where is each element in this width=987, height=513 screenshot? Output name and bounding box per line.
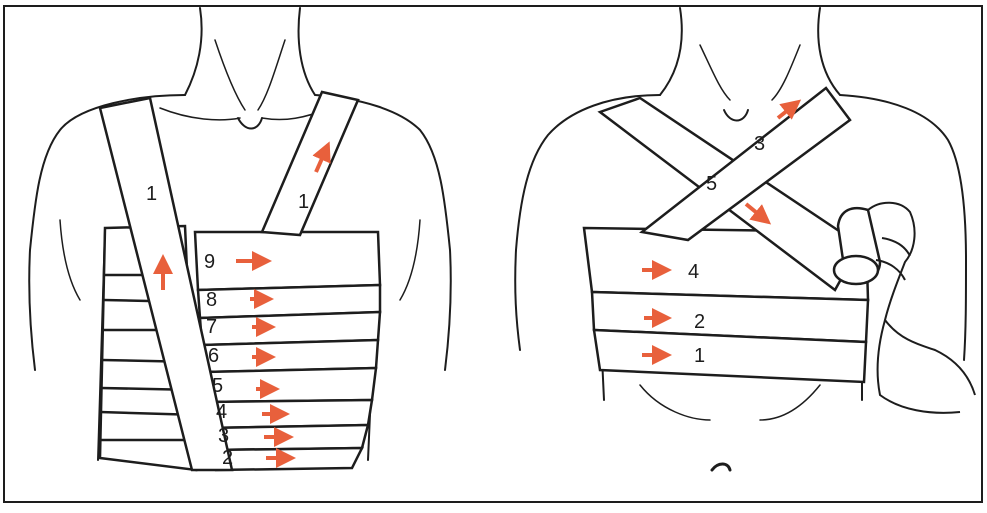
band-4 — [206, 400, 372, 428]
label-band-7: 7 — [206, 316, 217, 338]
band-6 — [202, 340, 378, 372]
right-jugular — [724, 110, 748, 121]
roll-end — [834, 256, 878, 284]
label-band-4: 4 — [216, 401, 227, 423]
band-5 — [204, 368, 376, 402]
label-band-5: 5 — [212, 375, 223, 397]
r-label-1: 1 — [694, 345, 705, 367]
r-label-4: 4 — [688, 261, 699, 283]
right-chin-lines — [700, 45, 800, 100]
right-abdomen — [640, 385, 820, 420]
label-strap-right: 1 — [298, 191, 309, 213]
left-neck — [185, 8, 315, 95]
right-navel — [712, 464, 730, 470]
left-arm-l — [60, 220, 80, 300]
left-arm-r — [400, 220, 420, 300]
sleeve — [878, 320, 960, 413]
label-band-8: 8 — [206, 289, 217, 311]
band-9 — [195, 232, 380, 290]
label-band-9: 9 — [204, 251, 215, 273]
r-label-3: 3 — [754, 133, 765, 155]
left-jugular — [238, 118, 262, 129]
strap-right — [262, 92, 358, 235]
label-strap-left: 1 — [146, 183, 157, 205]
left-chin-lines — [215, 40, 285, 110]
label-band-6: 6 — [208, 345, 219, 367]
hand — [868, 203, 975, 395]
label-band-2: 2 — [222, 447, 233, 469]
r-label-2: 2 — [694, 311, 705, 333]
label-band-3: 3 — [218, 425, 229, 447]
right-neck — [660, 8, 840, 95]
r-label-5: 5 — [706, 173, 717, 195]
